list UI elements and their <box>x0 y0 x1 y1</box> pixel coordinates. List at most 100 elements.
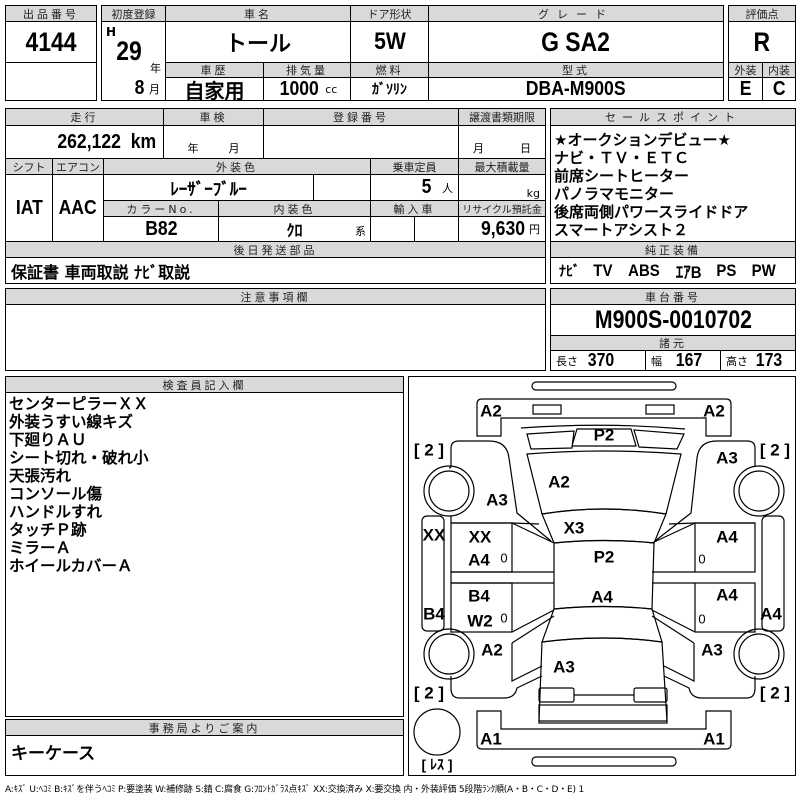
inspector-note: コンソール傷 <box>9 485 103 503</box>
shift-label: シフト <box>5 158 53 175</box>
equipment-item: TV <box>593 260 613 280</box>
equipment-item: PS <box>716 260 737 280</box>
inspector-note: 外装うすい線キズ <box>9 413 134 431</box>
mark-door-fl-glass: 0 <box>500 550 507 565</box>
inspector-note: ミラーＡ <box>9 539 72 557</box>
mark-rear-bumper-left: A1 <box>480 729 502 748</box>
mark-front-bumper-left: A2 <box>480 401 502 420</box>
inspection-month-unit: 月 <box>228 142 240 155</box>
mark-door-fr: A4 <box>716 527 738 546</box>
displacement-value: 1000 <box>279 77 319 100</box>
fuel: ｶﾞｿﾘﾝ <box>350 77 429 101</box>
ac: AAC <box>52 174 104 242</box>
mark-back-door: A3 <box>553 657 575 676</box>
max-load: kg <box>458 174 546 201</box>
color-no-label: カラーNo. <box>103 200 219 217</box>
ext-color-label: 外装色 <box>103 158 371 175</box>
front-bumper <box>476 398 732 437</box>
wheel-front-right-inner <box>738 470 780 512</box>
ac-label: エアコン <box>52 158 104 175</box>
lot-number-label: 出品番号 <box>5 5 97 22</box>
later-parts: 保証書 車両取説 ﾅﾋﾞ取説 <box>5 257 546 284</box>
door-value: 5W <box>373 28 406 55</box>
inspector-note: センターピラーＸＸ <box>9 395 149 413</box>
office-label: 事務局よりご案内 <box>5 719 404 736</box>
mark-roof-1: P2 <box>594 547 615 566</box>
ext-color-blank <box>313 174 371 201</box>
month-unit: 月 <box>149 82 160 96</box>
recycle-label: リサイクル預託金 <box>458 200 546 217</box>
ext-color-value: ﾚｰｻﾞｰﾌﾞﾙｰ <box>170 180 247 200</box>
mark-door-rr-glass: 0 <box>698 611 705 626</box>
car-name-value: トール <box>224 32 291 57</box>
mark-sill-right: A4 <box>760 604 782 623</box>
max-load-unit: kg <box>526 187 540 200</box>
rear-quarter-left <box>450 615 555 699</box>
rear-bumper-strip <box>531 756 677 767</box>
sales-points-list: ★オークションデビュー★ ナビ・ＴＶ・ＥＴＣ 前席シートヒーター パノラマモニタ… <box>554 131 748 239</box>
sales-point: 後席両側パワースライドドア <box>554 203 749 221</box>
interior-label: 内装 <box>762 62 796 78</box>
taillight-right <box>633 687 668 703</box>
later-parts-value: 保証書 車両取説 ﾅﾋﾞ取説 <box>11 262 191 282</box>
specs-label: 諸元 <box>550 335 796 351</box>
int-color-label: 内装色 <box>218 200 371 217</box>
sales-point: ナビ・ＴＶ・ＥＴＣ <box>554 149 690 167</box>
mark-door-fl-2: A4 <box>468 550 490 569</box>
wheel-rear-right-inner <box>738 633 780 675</box>
inspector-note: タッチＰ跡 <box>9 521 87 539</box>
tire-front-right: [ 2 ] <box>760 440 790 459</box>
rear-quarter-right <box>651 615 756 699</box>
history-value: 自家用 <box>184 78 245 101</box>
capacity-label: 乗車定員 <box>370 158 459 175</box>
inspection-year-unit: 年 <box>187 142 199 155</box>
front-fender-left <box>448 440 552 542</box>
cowl <box>541 508 667 544</box>
import-label: 輸入車 <box>370 200 459 217</box>
first-reg-year: H 29 年 <box>101 21 166 78</box>
exterior-label: 外装 <box>728 62 763 78</box>
registration-value[interactable] <box>263 125 459 159</box>
year-unit: 年 <box>150 62 161 75</box>
car-name: トール <box>165 21 351 63</box>
later-parts-label: 後日発送部品 <box>5 241 546 258</box>
color-no-value: B82 <box>144 217 178 240</box>
door-label: ドア形状 <box>350 5 429 22</box>
width-value: 167 <box>675 350 703 370</box>
inspector-note: ハンドルすれ <box>9 503 103 521</box>
back-door <box>538 637 668 722</box>
equipment-item: ABS <box>627 260 660 280</box>
interior-value: C <box>772 77 786 100</box>
chassis-value: M900S-0010702 <box>594 305 752 334</box>
transfer-month-unit: 月 <box>473 142 484 155</box>
tire-rear-left: [ 2 ] <box>414 683 444 702</box>
score: R <box>728 21 796 63</box>
mark-rear-bumper-right: A1 <box>703 729 725 748</box>
rear-panel <box>538 704 668 724</box>
equipment-label: 純正装備 <box>550 241 796 258</box>
wheel-rear-left-inner <box>428 633 470 675</box>
mark-door-fl-1: XX <box>469 527 492 546</box>
displacement-unit: cc <box>325 82 338 96</box>
capacity-unit: 人 <box>442 181 453 195</box>
wiper-line <box>520 424 686 430</box>
office: キーケース <box>5 735 404 776</box>
mark-sill-left: XX <box>423 525 446 544</box>
car-diagram-svg: A2 A2 P2 [ 2 ] [ 2 ] A3 A2 A3 X3 XX XX A… <box>413 381 790 773</box>
sales-points-label: セールスポイント <box>550 108 796 126</box>
import-cell-1 <box>370 216 415 242</box>
wheel-front-left <box>423 465 475 517</box>
registration-label: 登録番号 <box>263 108 459 126</box>
fuel-label: 燃料 <box>350 62 429 78</box>
sales-point: ★オークションデビュー★ <box>554 131 731 149</box>
transfer-label: 譲渡書類期限 <box>458 108 546 126</box>
interior-score: C <box>762 77 796 101</box>
lot-number: 4144 <box>5 21 97 63</box>
mark-quarter-rl: A2 <box>481 640 503 659</box>
mileage-value: 262,122 <box>57 130 121 153</box>
